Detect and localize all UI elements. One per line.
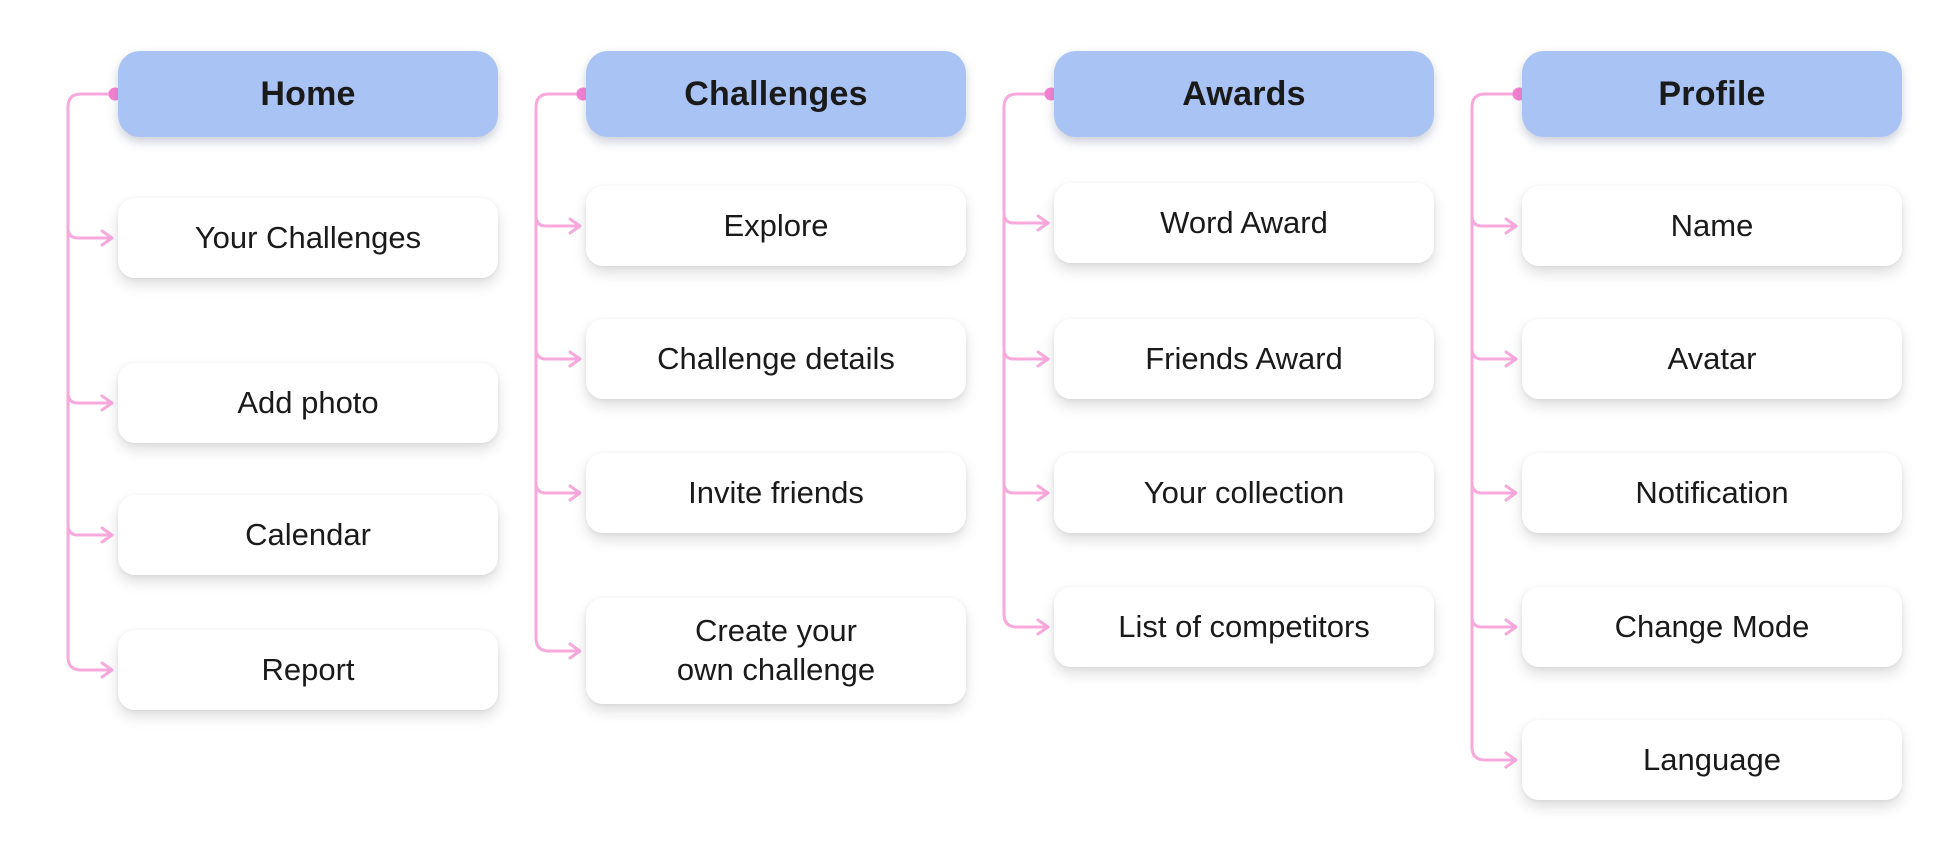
node-challenges[interactable]: Challenges	[586, 51, 966, 137]
connector-branch	[1002, 481, 1046, 495]
node-profile-change-mode[interactable]: Change Mode	[1522, 587, 1902, 667]
arrowhead-icon	[1504, 484, 1518, 502]
node-home-calendar[interactable]: Calendar	[118, 495, 498, 575]
connector-branch	[1002, 211, 1046, 225]
node-label: Create your own challenge	[676, 613, 876, 687]
arrowhead-icon	[100, 661, 114, 679]
connector-branch	[534, 347, 578, 361]
connector-branch	[1470, 481, 1514, 495]
arrowhead-icon	[568, 484, 582, 502]
arrowhead-icon	[1036, 618, 1050, 636]
node-label: Avatar	[1667, 340, 1757, 376]
connector-branch	[534, 481, 578, 495]
node-title: Profile	[1658, 74, 1766, 113]
node-label: Friends Award	[1145, 340, 1343, 376]
arrowhead-icon	[1036, 350, 1050, 368]
node-label: Your Challenges	[194, 219, 422, 255]
node-awards-list-of-competitors[interactable]: List of competitors	[1054, 587, 1434, 667]
arrowhead-icon	[568, 642, 582, 660]
node-challenges-explore[interactable]: Explore	[586, 186, 966, 266]
node-label: Notification	[1635, 474, 1789, 510]
arrowhead-icon	[1036, 484, 1050, 502]
node-awards-word-award[interactable]: Word Award	[1054, 183, 1434, 263]
node-profile-language[interactable]: Language	[1522, 720, 1902, 800]
arrowhead-icon	[100, 229, 114, 247]
node-profile-avatar[interactable]: Avatar	[1522, 319, 1902, 399]
node-awards-your-collection[interactable]: Your collection	[1054, 453, 1434, 533]
connector-branch	[66, 391, 110, 405]
node-home[interactable]: Home	[118, 51, 498, 137]
arrowhead-icon	[568, 217, 582, 235]
connector-branch	[1470, 347, 1514, 361]
node-awards[interactable]: Awards	[1054, 51, 1434, 137]
arrowhead-icon	[1036, 214, 1050, 232]
node-label: Report	[261, 651, 355, 687]
arrowhead-icon	[1504, 350, 1518, 368]
node-title: Challenges	[684, 74, 868, 113]
node-awards-friends-award[interactable]: Friends Award	[1054, 319, 1434, 399]
node-label: Language	[1643, 741, 1781, 777]
node-challenges-challenge-details[interactable]: Challenge details	[586, 319, 966, 399]
connector-branch	[66, 523, 110, 537]
arrowhead-icon	[100, 394, 114, 412]
connector-branch	[1470, 214, 1514, 228]
node-label: Word Award	[1160, 204, 1328, 240]
node-label: Invite friends	[688, 474, 864, 510]
arrowhead-icon	[568, 350, 582, 368]
arrowhead-icon	[1504, 751, 1518, 769]
node-label: Calendar	[245, 516, 371, 552]
node-label: Explore	[723, 207, 829, 243]
connector-branch	[1002, 347, 1046, 361]
node-challenges-create-your-own-challenge[interactable]: Create your own challenge	[586, 598, 966, 704]
node-label: Your collection	[1143, 474, 1345, 510]
arrowhead-icon	[1504, 217, 1518, 235]
node-profile-notification[interactable]: Notification	[1522, 453, 1902, 533]
node-label: Change Mode	[1614, 608, 1810, 644]
arrowhead-icon	[100, 526, 114, 544]
node-home-add-photo[interactable]: Add photo	[118, 363, 498, 443]
node-profile[interactable]: Profile	[1522, 51, 1902, 137]
node-profile-name[interactable]: Name	[1522, 186, 1902, 266]
connector-rail-challenges	[534, 92, 585, 653]
connector-branch	[1470, 615, 1514, 629]
node-label: Name	[1670, 207, 1754, 243]
node-home-your-challenges[interactable]: Your Challenges	[118, 198, 498, 278]
connector-rail-profile	[1470, 92, 1521, 762]
connector-branch	[534, 214, 578, 228]
node-challenges-invite-friends[interactable]: Invite friends	[586, 453, 966, 533]
node-home-report[interactable]: Report	[118, 630, 498, 710]
node-label: Add photo	[237, 384, 379, 420]
connector-rail-awards	[1002, 92, 1053, 629]
connector-branch	[66, 226, 110, 240]
arrowhead-icon	[1504, 618, 1518, 636]
node-title: Awards	[1182, 74, 1306, 113]
connector-rail-home	[66, 92, 117, 672]
node-title: Home	[260, 74, 356, 113]
node-label: Challenge details	[657, 340, 895, 376]
node-label: List of competitors	[1118, 608, 1370, 644]
